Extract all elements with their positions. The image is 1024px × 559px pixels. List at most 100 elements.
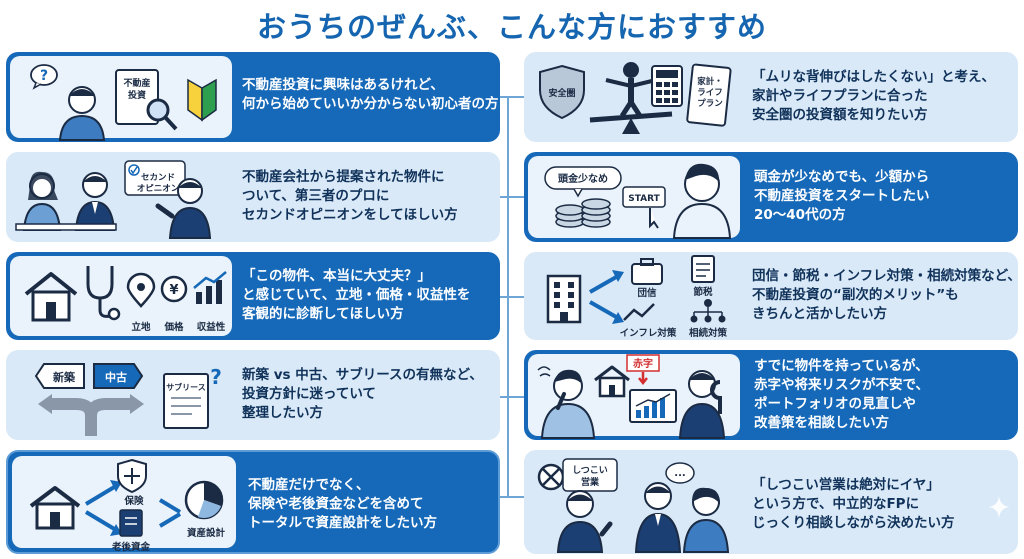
svg-text:赤字: 赤字 (633, 357, 653, 370)
card-text-line: 投資方針に迷っていて (242, 386, 376, 402)
agent-icon (74, 172, 116, 231)
young-man-icon (672, 163, 732, 239)
card-left-4: 新築 中古 サブリース ? 新築 vs 中古、サブリースの有無など、 投資方針に… (6, 350, 500, 440)
svg-text:頭金少なめ: 頭金少なめ (558, 172, 608, 185)
trend-icon (589, 270, 624, 324)
svg-text:START: START (628, 194, 660, 204)
card-text-line: 保険や老後資金などを含めて (248, 496, 424, 512)
desk (15, 223, 117, 231)
wrench-icon (710, 380, 722, 414)
card-text-line: じっくり相談しながら決めたい方 (752, 515, 955, 531)
check-icon: セカンド オピニオン (124, 160, 186, 196)
shield-icon: 安全圏 (539, 64, 585, 120)
advisor-icon (155, 178, 212, 239)
card-text-line: トータルで資産設計をしたい方 (248, 515, 437, 531)
sparkle-icon (988, 496, 1010, 518)
svg-text:老後資金: 老後資金 (111, 541, 151, 553)
svg-text:?: ? (210, 365, 222, 389)
calculator-icon (651, 65, 683, 107)
card-text-line: きちんと活かしたい方 (752, 306, 887, 322)
card-text-line: 頭金が少なめでも、少額から (754, 169, 930, 185)
stethoscope-icon (86, 266, 121, 321)
beginner-mark-icon (187, 78, 217, 122)
svg-text:新築: 新築 (53, 370, 76, 384)
yen-coin-icon: ¥ 価格 (160, 275, 188, 333)
card-right-1: 安全圏 家計・ ライフ プラン 「ムリな背伸びはしたくない」と考え、 家計やライ… (524, 52, 1018, 142)
card-text-line: 家計やライフプランに合った (752, 88, 928, 104)
deficit-badge: 赤字 (626, 354, 660, 386)
speech-bubble: 頭金少なめ (544, 166, 622, 198)
card-left-2: セカンド オピニオン 不動産会社から提案された物件に ついて、第三者のプロに セ… (6, 152, 500, 242)
svg-text:サブリース: サブリース (166, 382, 206, 392)
card-right-3: 団信 節税 インフレ対策 相続対策 団信・節税・インフレ対策・相続対策など、 不… (524, 252, 1018, 340)
svg-text:投資: 投資 (128, 89, 146, 101)
card-text-line: 「ムリな背伸びはしたくない」と考え、 (752, 69, 995, 85)
card-text-line: と感じていて、立地・価格・収益性を (242, 287, 471, 303)
client-icon (682, 487, 730, 553)
growth-chart-icon: 収益性 (193, 271, 227, 333)
svg-text:¥: ¥ (169, 283, 178, 298)
card-text-line: 整理したい方 (242, 405, 323, 421)
passbook-icon: 老後資金 (111, 509, 151, 553)
monitor-chart-icon (629, 389, 677, 423)
card-text-line: ポートフォリオの見直しや (754, 396, 916, 412)
svg-text:ライフ: ライフ (697, 88, 723, 98)
house-icon (24, 272, 78, 322)
start-button-icon: START (622, 186, 666, 229)
magnifier-icon (146, 98, 178, 131)
svg-text:相続対策: 相続対策 (689, 327, 728, 339)
svg-text:プラン: プラン (697, 98, 723, 109)
card-text-line: 不動産だけでなく、 (248, 477, 370, 493)
card-right-2: 頭金少なめ START 頭金が少なめでも、少額から 不動産投資をスタートしたい … (524, 152, 1018, 242)
question-bubble-icon: ? (30, 64, 58, 90)
connector-line (500, 496, 524, 498)
family-tree-icon: 相続対策 (689, 299, 728, 339)
person-icon (58, 86, 106, 141)
card-text-line: 不動産投資に興味はあるけれど、 (242, 77, 444, 93)
card-text-line: 赤字や将来リスクが不安で、 (754, 377, 929, 393)
card-left-5: 保険 老後資金 資産設計 不動産だけでなく、 保険や老後資金などを含めて トータ… (6, 450, 500, 554)
card-text-line: 不動産投資をスタートしたい (754, 188, 930, 204)
woman-icon (22, 171, 62, 231)
card-text-line: 20〜40代の方 (754, 207, 846, 223)
salesman-icon (556, 490, 613, 553)
svg-text:立地: 立地 (131, 321, 151, 333)
svg-text:収益性: 収益性 (197, 321, 226, 333)
card-right-5: しつこい 営業 ... 「しつこい営業は絶対にイヤ」 という方で、中立的なFPに… (524, 450, 1018, 554)
fp-advisor-icon (634, 482, 682, 553)
card-text-line: 「しつこい営業は絶対にイヤ」 (752, 477, 940, 493)
card-text-line: 客観的に診断してほしい方 (242, 306, 404, 322)
arrow-icon (84, 480, 122, 536)
card-text-line: 不動産会社から提案された物件に (242, 169, 445, 185)
svg-text:安全圏: 安全圏 (548, 87, 575, 99)
notebook-icon: 家計・ ライフ プラン (686, 63, 732, 127)
svg-text:中古: 中古 (105, 370, 127, 384)
trend-icon: インフレ対策 (620, 303, 677, 339)
card-right-4: 赤字 すでに物件を持っているが、 赤字や将来リスクが不安で、 ポートフォリオの見… (524, 350, 1018, 440)
svg-text:...: ... (674, 468, 685, 479)
svg-text:セカンド: セカンド (141, 173, 175, 183)
svg-text:節税: 節税 (692, 286, 713, 298)
card-left-3: 立地 ¥ 価格 収益性 「この物件、本当に大丈夫？」 と感じていて、立地・価格・… (6, 252, 500, 340)
svg-text:保険: 保険 (123, 495, 144, 507)
card-text-line: 団信・節税・インフレ対策・相続対策など、 (752, 268, 1018, 284)
speech-bubble: ... (665, 462, 695, 484)
card-text-line: 不動産投資の“副次的メリット”も (752, 287, 959, 303)
card-left-1: ? 不動産 投資 不動産投資に興味はあるけれど、 何から始めていいか分からない初… (6, 52, 500, 142)
briefcase-icon: 団信 (631, 258, 663, 299)
pie-chart-icon: 資産設計 (184, 480, 225, 539)
svg-text:不動産: 不動産 (123, 77, 150, 89)
svg-text:オピニオン: オピニオン (137, 183, 180, 194)
card-text-line: 新築 vs 中古、サブリースの有無など、 (242, 367, 483, 383)
svg-text:営業: 営業 (581, 476, 600, 488)
document-icon: サブリース ? (163, 365, 222, 429)
balance-person-icon (589, 62, 673, 134)
svg-text:家計・: 家計・ (697, 76, 723, 87)
card-text-line: ついて、第三者のプロに (242, 188, 390, 204)
fork-arrow-icon (38, 394, 144, 436)
card-text-line: 安全圏の投資額を知りたい方 (752, 107, 928, 123)
card-text-line: という方で、中立的なFPに (752, 496, 920, 512)
card-text-line: セカンドオピニオンをしてほしい方 (242, 207, 458, 223)
card-text-line: 改善策を相談したい方 (754, 415, 889, 431)
document-icon: 節税 (691, 255, 715, 298)
